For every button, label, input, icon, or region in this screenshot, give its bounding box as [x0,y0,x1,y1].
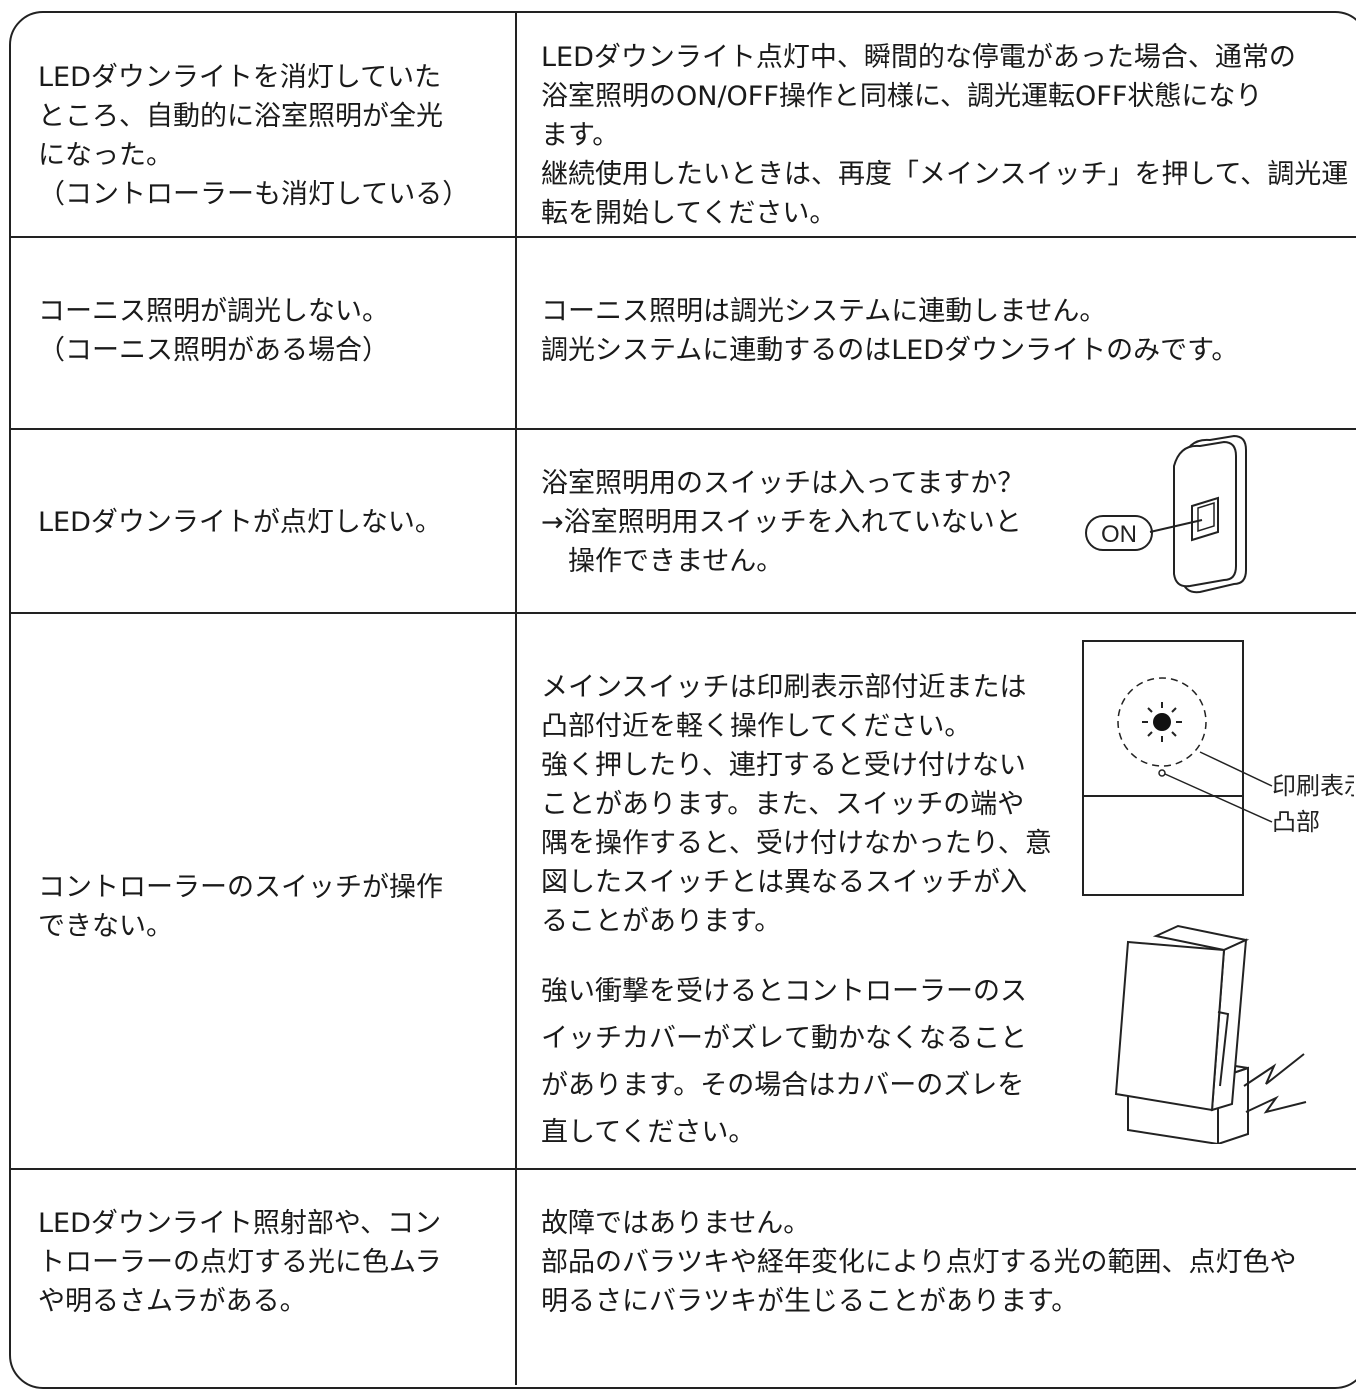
row-2-symptom: コーニス照明が調光しない。 （コーニス照明がある場合） [38,296,389,366]
row-3-symptom: LEDダウンライトが点灯しない。 [38,507,442,538]
main-switch-mark-icon [1153,713,1171,731]
impact-icon [1243,1053,1305,1087]
row-divider [9,428,1356,430]
row-1-symptom: LEDダウンライトを消灯していた ところ、自動的に浴室照明が全光 になった。 （… [38,62,470,210]
row-4-symptom: コントローラーのスイッチが操作 できない。 [38,872,443,942]
column-divider [515,11,517,1385]
row-2-remedy: コーニス照明は調光システムに連動しません。 調光システムに連動するのはLEDダウ… [541,296,1239,366]
print-display-label: 印刷表示 [1272,773,1354,800]
wall-switch-illustration: ON [1085,434,1247,594]
row-divider [9,612,1356,614]
impact-icon [1245,1095,1307,1114]
bump-label: 凸部 [1272,809,1320,836]
row-5-symptom: LEDダウンライト照射部や、コン トローラーの点灯する光に色ムラ や明るさムラが… [38,1208,442,1317]
row-divider [9,236,1356,238]
on-callout [1085,515,1153,551]
row-3-remedy: 浴室照明用のスイッチは入ってますか？ →浴室照明用スイッチを入れていないと 操作… [541,468,1025,577]
on-label: ON [1101,521,1137,548]
row-5-remedy: 故障ではありません。 部品のバラツキや経年変化により点灯する光の範囲、点灯色や … [541,1208,1297,1317]
bump-mark [1158,769,1166,777]
row-1-remedy: LEDダウンライト点灯中、瞬間的な停電があった場合、通常の 浴室照明のON/OF… [541,42,1349,229]
row-4-remedy: メインスイッチは印刷表示部付近または 凸部付近を軽く操作してください。 強く押し… [541,672,1052,937]
shifted-cover-illustration [1114,924,1307,1144]
controller-illustration: 印刷表示 凸部 [1082,640,1354,896]
row-divider [9,1168,1356,1170]
row-4-remedy-shock: 強い衝撃を受けるとコントローラーのス イッチカバーがズレて動かなくなること があ… [541,976,1027,1148]
